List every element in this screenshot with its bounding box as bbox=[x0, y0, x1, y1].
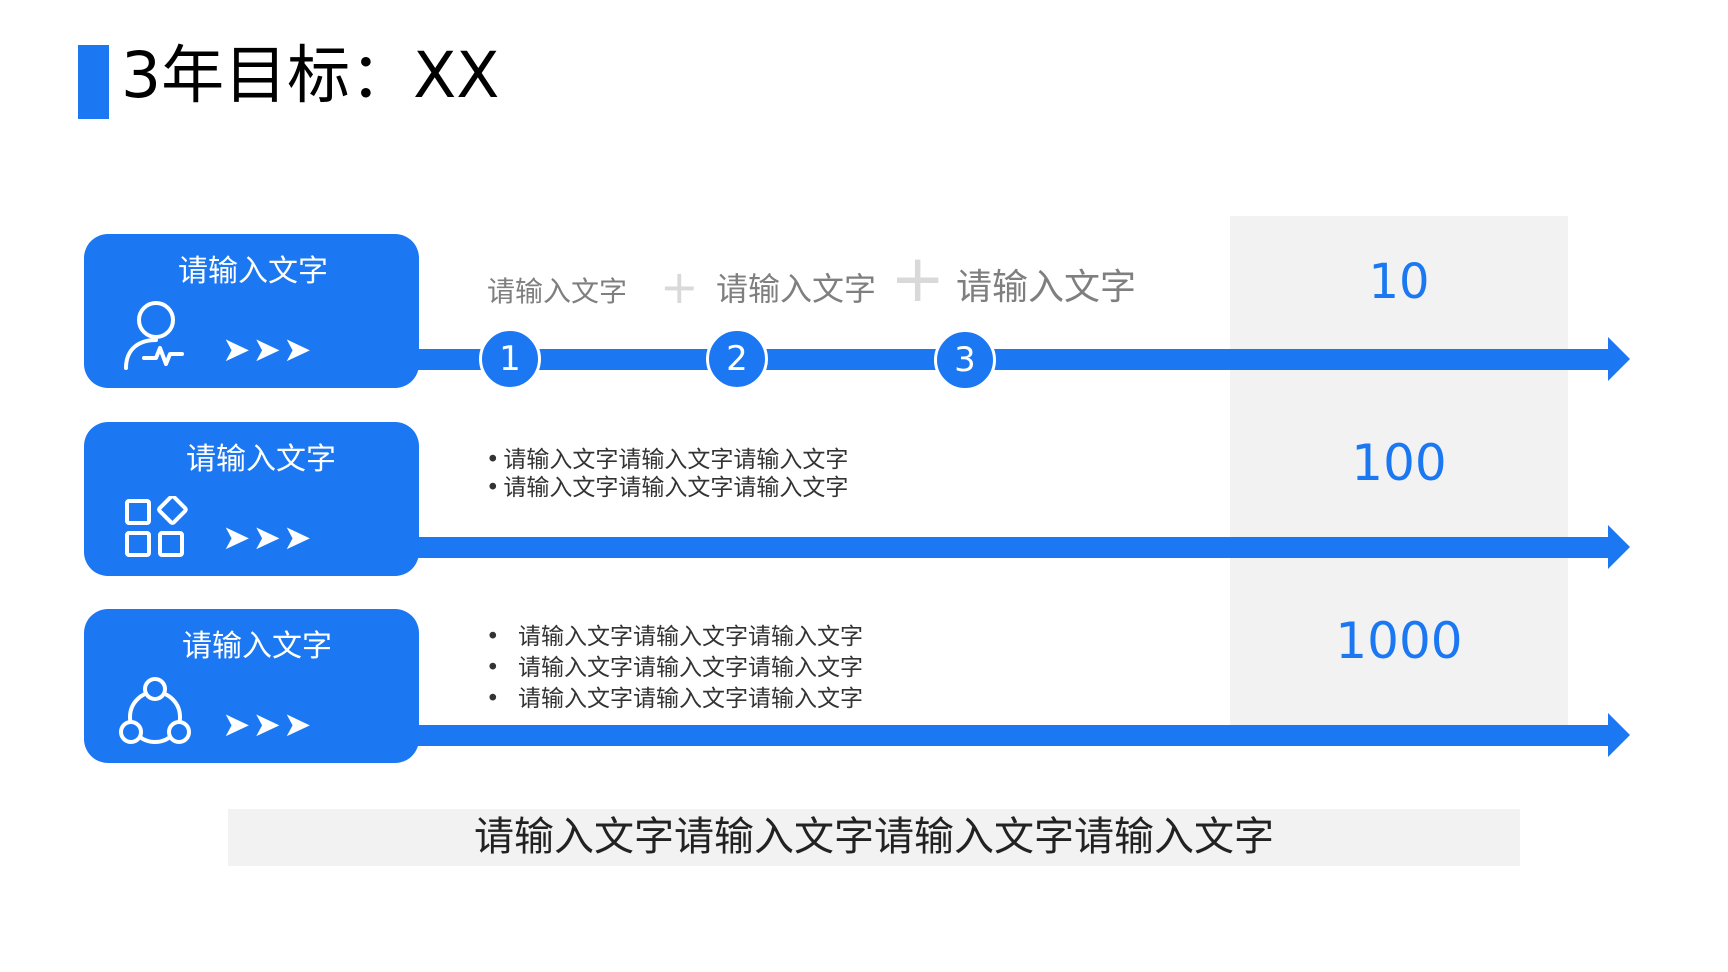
list-item: • 请输入文字请输入文字请输入文字 bbox=[486, 475, 849, 501]
list-item: • 请输入文字请输入文字请输入文字 bbox=[486, 686, 863, 712]
title-accent-bar bbox=[78, 45, 109, 119]
row-card-1: 请输入文字 ➤➤➤ bbox=[84, 234, 419, 388]
row-card-label: 请输入文字 bbox=[186, 442, 336, 477]
person-pulse-icon bbox=[122, 298, 186, 376]
row-card-label: 请输入文字 bbox=[178, 254, 328, 289]
step-circle-1: 1 bbox=[479, 328, 541, 390]
step-label-3: 请输入文字 bbox=[956, 267, 1137, 308]
arrowhead-icon bbox=[1608, 713, 1630, 757]
step-circle-3: 3 bbox=[934, 329, 996, 391]
row-card-3: 请输入文字 ➤➤➤ bbox=[84, 609, 419, 763]
list-item: • 请输入文字请输入文字请输入文字 bbox=[486, 447, 849, 473]
step-circle-2: 2 bbox=[706, 328, 768, 390]
value-column-background bbox=[1230, 216, 1568, 726]
row-axis-3 bbox=[418, 725, 1608, 746]
value-2: 100 bbox=[1351, 434, 1447, 492]
chevron-arrows-icon: ➤➤➤ bbox=[222, 518, 314, 558]
value-3: 1000 bbox=[1335, 612, 1463, 670]
step-label-1: 请输入文字 bbox=[487, 275, 628, 308]
arrowhead-icon bbox=[1608, 525, 1630, 569]
page-title: 3年目标：XX bbox=[121, 39, 500, 112]
row-axis-2 bbox=[418, 537, 1608, 558]
step-label-2: 请输入文字 bbox=[716, 270, 877, 308]
bullet-list-2: • 请输入文字请输入文字请输入文字 • 请输入文字请输入文字请输入文字 bbox=[486, 446, 848, 502]
row-card-2: 请输入文字 ➤➤➤ bbox=[84, 422, 419, 576]
apps-grid-icon bbox=[124, 494, 188, 564]
list-item: • 请输入文字请输入文字请输入文字 bbox=[486, 624, 863, 650]
chevron-arrows-icon: ➤➤➤ bbox=[222, 330, 314, 370]
share-network-icon bbox=[118, 675, 192, 749]
footer-bar bbox=[228, 809, 1520, 866]
plus-icon: + bbox=[890, 240, 946, 317]
footer-text: 请输入文字请输入文字请输入文字请输入文字 bbox=[474, 814, 1274, 860]
plus-icon: + bbox=[660, 260, 699, 314]
row-axis-1 bbox=[418, 349, 1608, 370]
chevron-arrows-icon: ➤➤➤ bbox=[222, 705, 314, 745]
value-1: 10 bbox=[1368, 254, 1430, 310]
arrowhead-icon bbox=[1608, 337, 1630, 381]
bullet-list-3: • 请输入文字请输入文字请输入文字 • 请输入文字请输入文字请输入文字 • 请输… bbox=[486, 622, 863, 715]
list-item: • 请输入文字请输入文字请输入文字 bbox=[486, 655, 863, 681]
row-card-label: 请输入文字 bbox=[182, 629, 332, 664]
